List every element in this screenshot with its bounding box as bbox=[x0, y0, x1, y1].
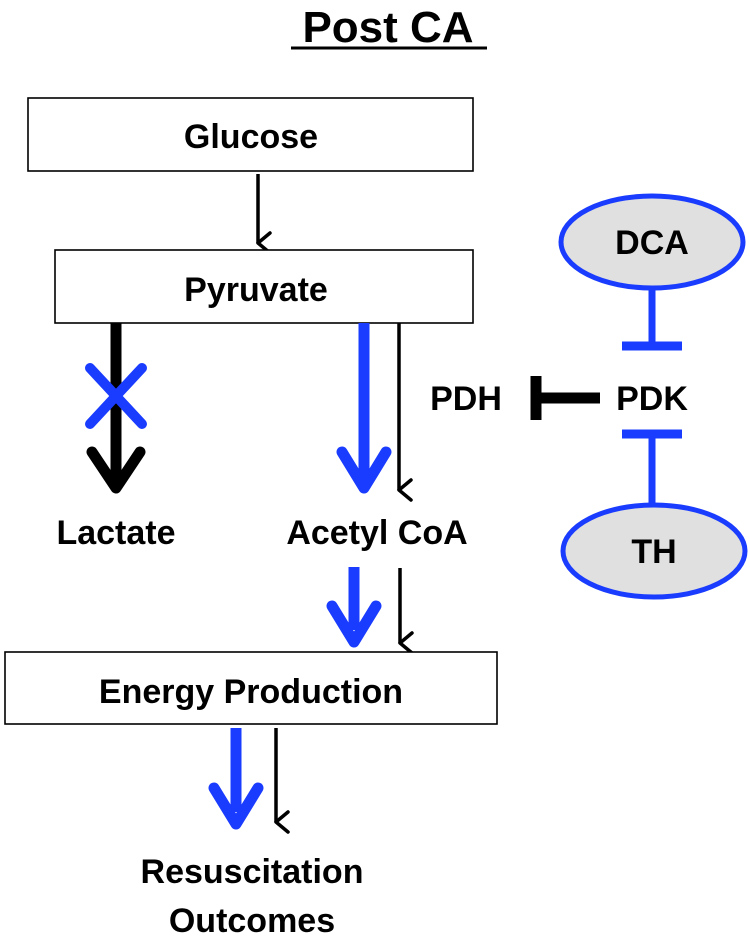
glucose-node: Glucose bbox=[27, 97, 474, 172]
pyruvate-to-lactate-arrow bbox=[86, 323, 146, 494]
dca-inhibits-pdk-bar bbox=[622, 288, 682, 351]
pdh-label: PDH bbox=[430, 380, 502, 418]
pyruvate-to-acetylcoa-blue-arrow bbox=[336, 323, 392, 494]
diagram-title: Post CA bbox=[302, 3, 473, 52]
pyruvate-node: Pyruvate bbox=[54, 249, 474, 324]
pdk-inhibits-pdh-bar bbox=[530, 376, 600, 420]
energy-to-outcomes-blue-arrow bbox=[208, 728, 264, 830]
pyruvate-label: Pyruvate bbox=[184, 271, 328, 309]
th-inhibits-pdk-bar bbox=[622, 429, 682, 504]
th-label: TH bbox=[631, 533, 676, 571]
energy-production-label: Energy Production bbox=[99, 673, 403, 711]
pdk-label: PDK bbox=[616, 380, 688, 418]
acetylcoa-to-energy-blue-arrow bbox=[326, 567, 382, 648]
glucose-label: Glucose bbox=[184, 118, 318, 156]
blocked-x-mark bbox=[85, 363, 147, 429]
dca-node: DCA bbox=[558, 193, 746, 291]
dca-label: DCA bbox=[615, 224, 689, 262]
th-node: TH bbox=[560, 502, 748, 600]
outcomes-label-line2: Outcomes bbox=[169, 902, 335, 940]
outcomes-label-line1: Resuscitation bbox=[141, 853, 364, 891]
energy-production-node: Energy Production bbox=[4, 651, 498, 725]
acetylcoa-label: Acetyl CoA bbox=[286, 514, 467, 552]
lactate-label: Lactate bbox=[56, 514, 175, 552]
